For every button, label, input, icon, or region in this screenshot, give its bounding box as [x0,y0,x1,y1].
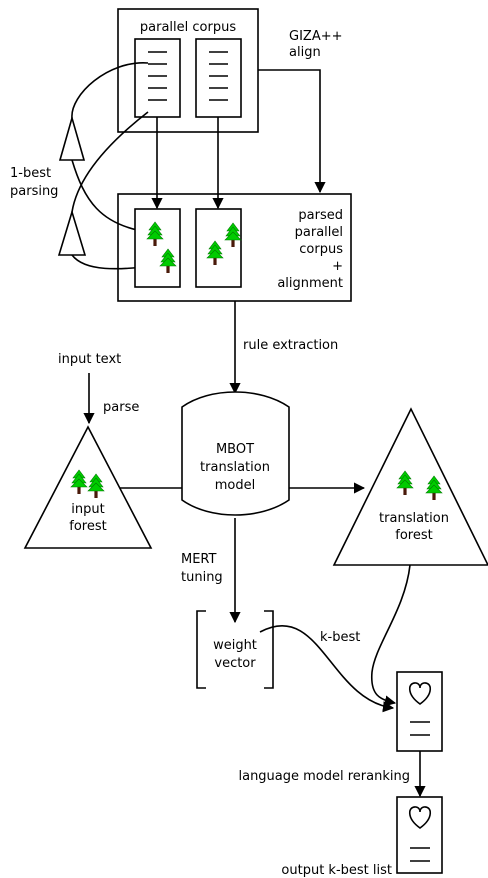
translation-forest-label-line2: forest [395,528,432,543]
mbot-label-line3: model [215,478,255,493]
weight-label-line1: weight [213,638,257,653]
mert-label-line1: MERT [181,552,217,567]
parsed-label-line3: corpus [299,242,343,257]
parser-triangle-bottom [57,209,87,256]
translation-forest-label-line1: translation [379,511,449,526]
parsed-label-line5: alignment [277,276,343,291]
mbot-model-cylinder: MBOT translation model [181,391,290,516]
source-to-parser-curve [71,62,149,119]
weight-vector: weight vector [196,610,274,689]
mbot-label-line1: MBOT [216,442,254,457]
onebest-label-line2: parsing [10,184,58,199]
input-forest-triangle: input forest [23,425,153,549]
input-forest-label-line2: forest [69,519,106,534]
parser-to-parsed-source-curve [71,159,150,237]
parsed-label-line4: + [332,259,343,274]
target-document [195,38,242,118]
parallel-corpus-label: parallel corpus [140,20,236,35]
giza-align-arrow [258,69,326,194]
weight-label-line2: vector [214,656,256,671]
source-document [134,38,181,118]
source-to-parser2-curve [71,111,149,213]
onebest-label-line1: 1-best [10,166,51,181]
parsed-label-line1: parsed [298,208,343,223]
weight-to-kbest-curve [259,624,395,713]
output-kbest-label: output k-best list [281,863,392,878]
parse-label: parse [103,400,139,415]
output-kbest-document [396,796,443,874]
parser-triangle-top [58,115,86,161]
rule-extraction-label: rule extraction [243,338,338,353]
giza-label-line2: align [289,45,321,60]
kbest-label: k-best [320,630,360,645]
mbot-label-line2: translation [200,460,270,475]
parsed-source-document [134,208,181,288]
parsed-target-document [195,208,242,288]
input-forest-label-line1: input [71,502,104,517]
giza-label-line1: GIZA++ [289,29,343,44]
parsed-corpus-box: parsed parallel corpus + alignment [117,193,352,302]
parallel-corpus-box: parallel corpus [117,8,259,133]
mert-label-line2: tuning [181,570,223,585]
parsed-label-line2: parallel [295,225,343,240]
input-text-label: input text [58,352,121,367]
lm-reranking-label: language model reranking [238,769,410,784]
translation-forest-triangle: translation forest [332,407,488,566]
forest-to-kbest-curve [370,564,411,707]
kbest-list-document [396,671,443,752]
